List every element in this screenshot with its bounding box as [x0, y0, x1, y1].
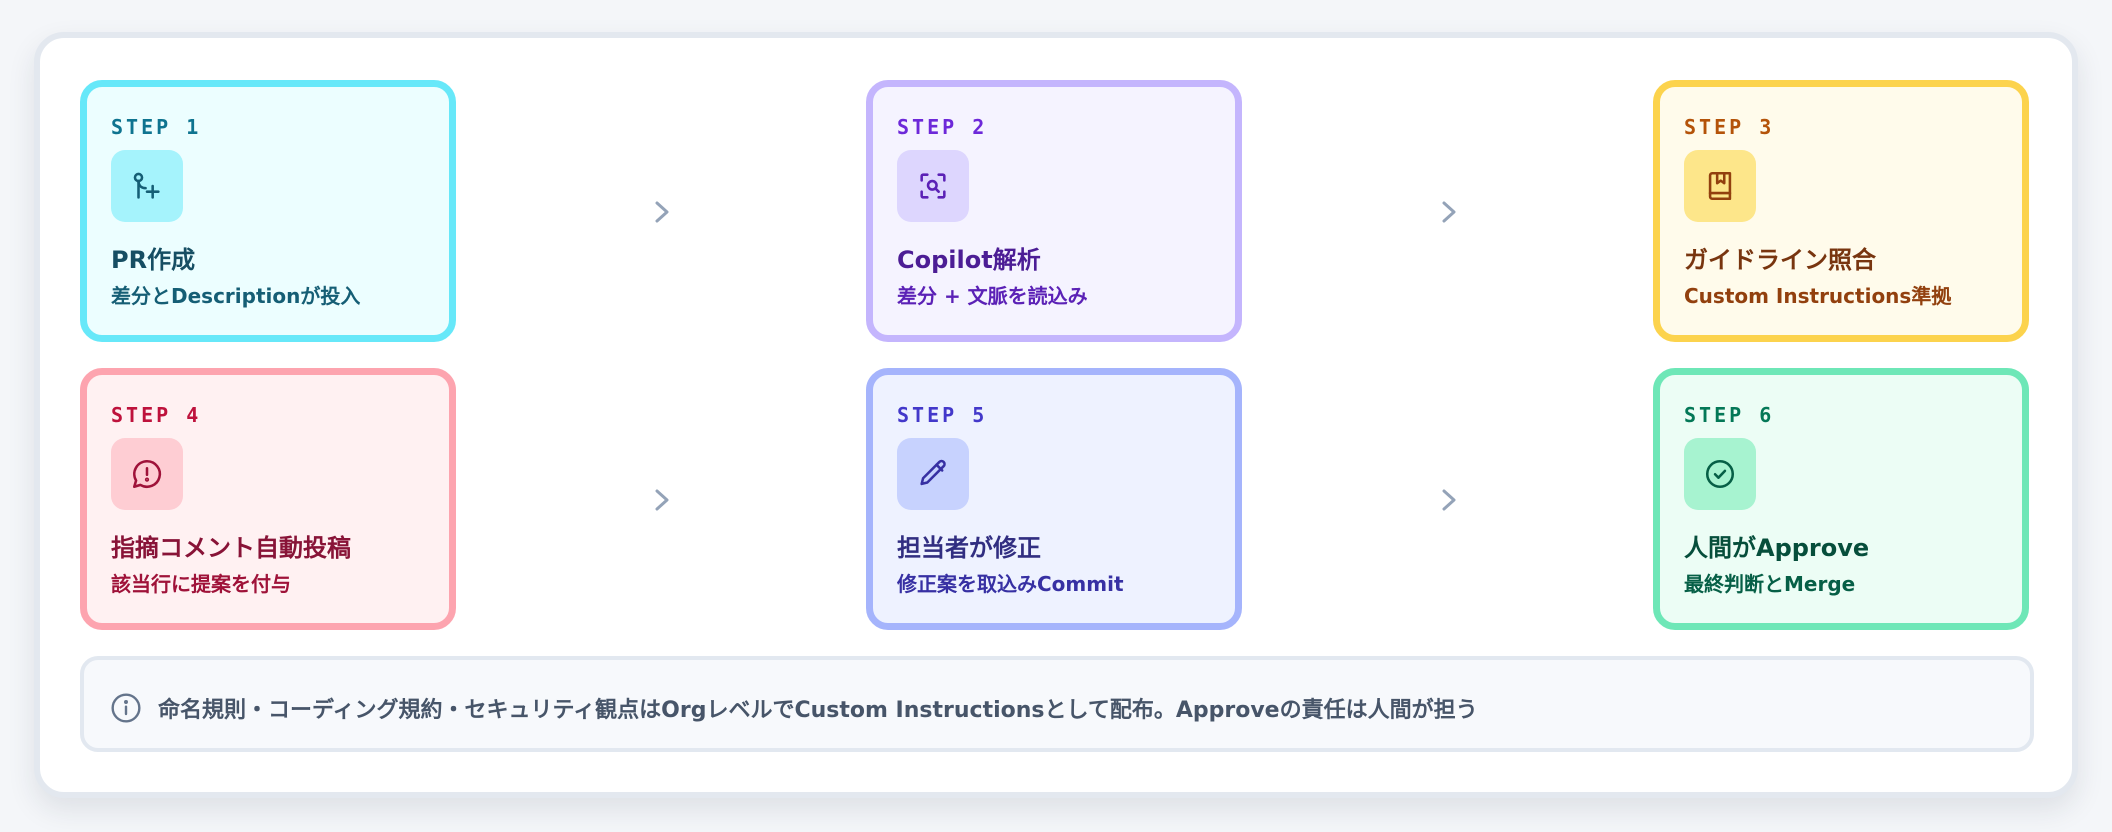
step-title: 担当者が修正: [897, 534, 1041, 562]
step-title: ガイドライン照合: [1684, 246, 1876, 274]
step-label: STEP 6: [1684, 403, 1775, 427]
step-label: STEP 2: [897, 115, 988, 139]
step-card-guideline-check: STEP 3 ガイドライン照合 Custom Instructions準拠: [1653, 80, 2029, 342]
chevron-right-icon: [1437, 484, 1461, 516]
info-note: 命名規則・コーディング規約・セキュリティ観点はOrgレベルでCustom Ins…: [80, 656, 2034, 752]
info-note-text: 命名規則・コーディング規約・セキュリティ観点はOrgレベルでCustom Ins…: [158, 698, 1478, 723]
step-subtitle: 該当行に提案を付与: [111, 572, 291, 596]
step-card-pr-create: STEP 1 PR作成差分とDescriptionが投入: [80, 80, 456, 342]
step-subtitle: 最終判断とMerge: [1684, 572, 1856, 596]
step-subtitle: 差分 + 文脈を読込み: [897, 284, 1088, 308]
pencil-icon: [897, 438, 969, 510]
step-label: STEP 5: [897, 403, 988, 427]
step-card-copilot-analysis: STEP 2 Copilot解析差分 + 文脈を読込み: [866, 80, 1242, 342]
step-subtitle: 修正案を取込みCommit: [897, 572, 1124, 596]
step-title: 人間がApprove: [1684, 534, 1870, 562]
step-card-auto-comment: STEP 4 指摘コメント自動投稿該当行に提案を付与: [80, 368, 456, 630]
step-card-human-approve: STEP 6 人間がApprove 最終判断とMerge: [1653, 368, 2029, 630]
step-label: STEP 4: [111, 403, 202, 427]
info-icon: [110, 692, 142, 724]
book-marked-icon: [1684, 150, 1756, 222]
step-title: 指摘コメント自動投稿: [111, 534, 351, 562]
message-alert-icon: [111, 438, 183, 510]
step-subtitle: 差分とDescriptionが投入: [111, 284, 361, 308]
step-subtitle: Custom Instructions準拠: [1684, 284, 1952, 308]
git-pull-request-icon: [111, 150, 183, 222]
step-title: PR作成: [111, 246, 196, 274]
scan-search-icon: [897, 150, 969, 222]
step-card-author-fix: STEP 5 担当者が修正修正案を取込みCommit: [866, 368, 1242, 630]
check-circle-icon: [1684, 438, 1756, 510]
step-label: STEP 1: [111, 115, 202, 139]
chevron-right-icon: [650, 484, 674, 516]
step-title: Copilot解析: [897, 246, 1041, 274]
chevron-right-icon: [1437, 196, 1461, 228]
step-label: STEP 3: [1684, 115, 1775, 139]
chevron-right-icon: [650, 196, 674, 228]
